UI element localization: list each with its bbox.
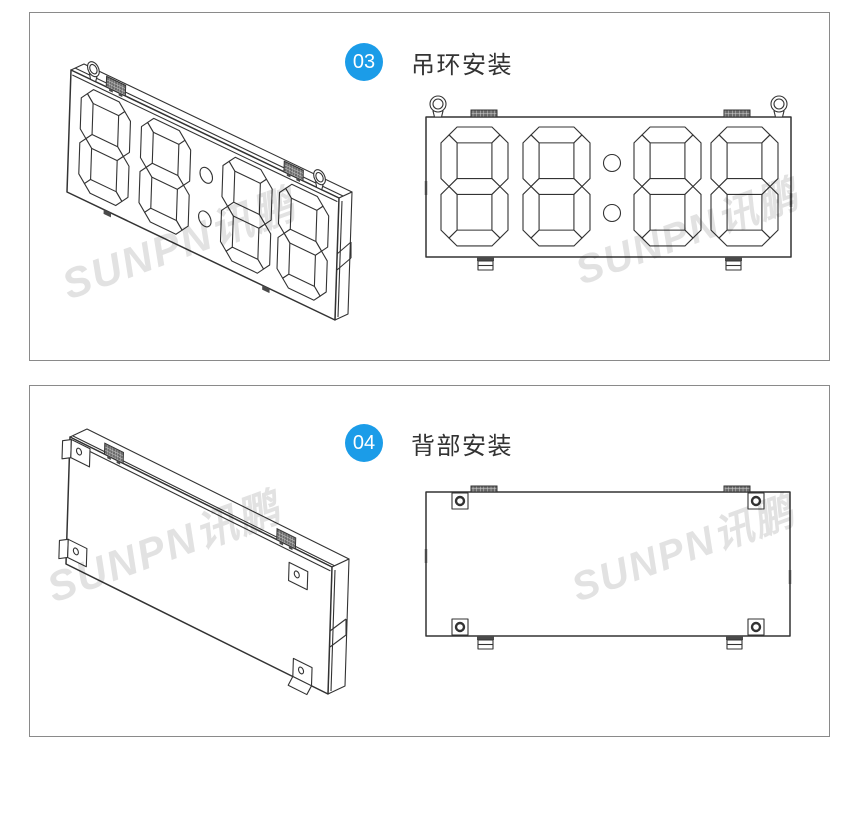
step-title: 吊环安装 <box>411 51 513 79</box>
top-bracket <box>724 486 750 492</box>
bottom-tab <box>725 635 744 650</box>
bottom-tab <box>724 256 743 271</box>
mounting-tab <box>59 535 87 572</box>
back-view-illustration: SUNPN讯鹏 <box>424 479 804 650</box>
mounting-tab <box>289 562 308 589</box>
lifting-ring <box>770 95 788 118</box>
mounting-tab <box>62 435 90 472</box>
step-number-badge: 04 <box>345 424 383 462</box>
isometric-clock-illustration: SUNPN讯鹏 <box>56 58 369 340</box>
corner-tab <box>450 491 470 511</box>
panel-lifting-ring-installation: SUNPN讯鹏 03 吊环安装 SUNPN讯鹏 <box>29 12 830 361</box>
front-view-clock-illustration: SUNPN讯鹏 <box>424 95 808 293</box>
corner-tab <box>746 617 766 637</box>
lifting-ring <box>429 95 447 118</box>
top-bracket <box>471 110 497 117</box>
top-bracket <box>724 110 750 117</box>
corner-tab <box>450 617 470 637</box>
step-header: 04 背部安装 <box>345 424 513 462</box>
bottom-tab <box>476 635 495 650</box>
mounting-tab <box>288 656 312 696</box>
bottom-tab <box>476 256 495 271</box>
panel-back-installation: SUNPN讯鹏 04 背部安装 SUNPN讯鹏 <box>29 385 830 737</box>
step-number-badge: 03 <box>345 43 383 81</box>
step-title: 背部安装 <box>411 432 513 460</box>
isometric-back-illustration: SUNPN讯鹏 <box>41 419 365 719</box>
top-bracket <box>471 486 497 492</box>
step-header: 03 吊环安装 <box>345 43 513 81</box>
